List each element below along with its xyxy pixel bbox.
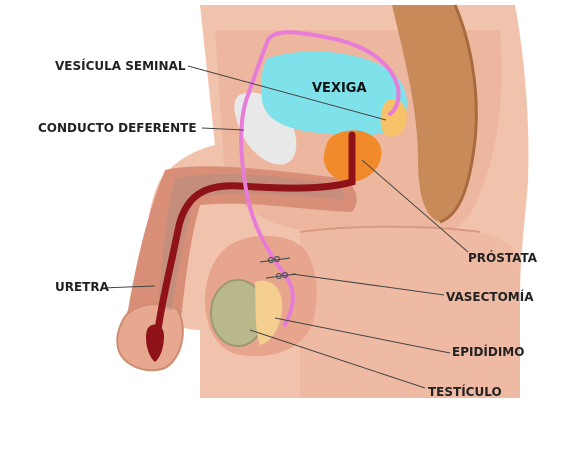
label-vasectomia: VASECTOMÍA [446, 289, 534, 304]
leader-prostata [361, 159, 469, 253]
leader-testiculo [249, 329, 426, 389]
label-prostata: PRÓSTATA [468, 250, 538, 265]
leader-epididimo [274, 317, 451, 354]
label-vesicula-seminal: VESÍCULA SEMINAL [55, 58, 186, 73]
sacrum [392, 5, 477, 222]
label-uretra: URETRA [55, 280, 110, 294]
leader-lines [101, 65, 469, 389]
seminal-vesicle [380, 99, 407, 137]
label-epididimo: EPIDÍDIMO [452, 344, 524, 359]
leader-uretra [101, 285, 156, 289]
label-conducto-deferente: CONDUCTO DEFERENTE [38, 121, 197, 135]
vasectomy-ties [259, 255, 297, 280]
leader-vesicula [187, 65, 387, 121]
label-vexiga: VEXIGA [312, 81, 367, 96]
epididymis [255, 280, 283, 345]
bladder [261, 51, 408, 136]
label-testiculo: TESTÍCULO [428, 384, 502, 399]
thigh [300, 225, 520, 398]
sacrum-edge [439, 4, 478, 224]
urethra-tip [146, 324, 164, 362]
vas-deferens [239, 30, 401, 327]
leader-vasectomia [291, 273, 445, 296]
thigh-fold [299, 225, 481, 233]
leader-conducto [201, 127, 245, 131]
urethra [154, 131, 356, 334]
